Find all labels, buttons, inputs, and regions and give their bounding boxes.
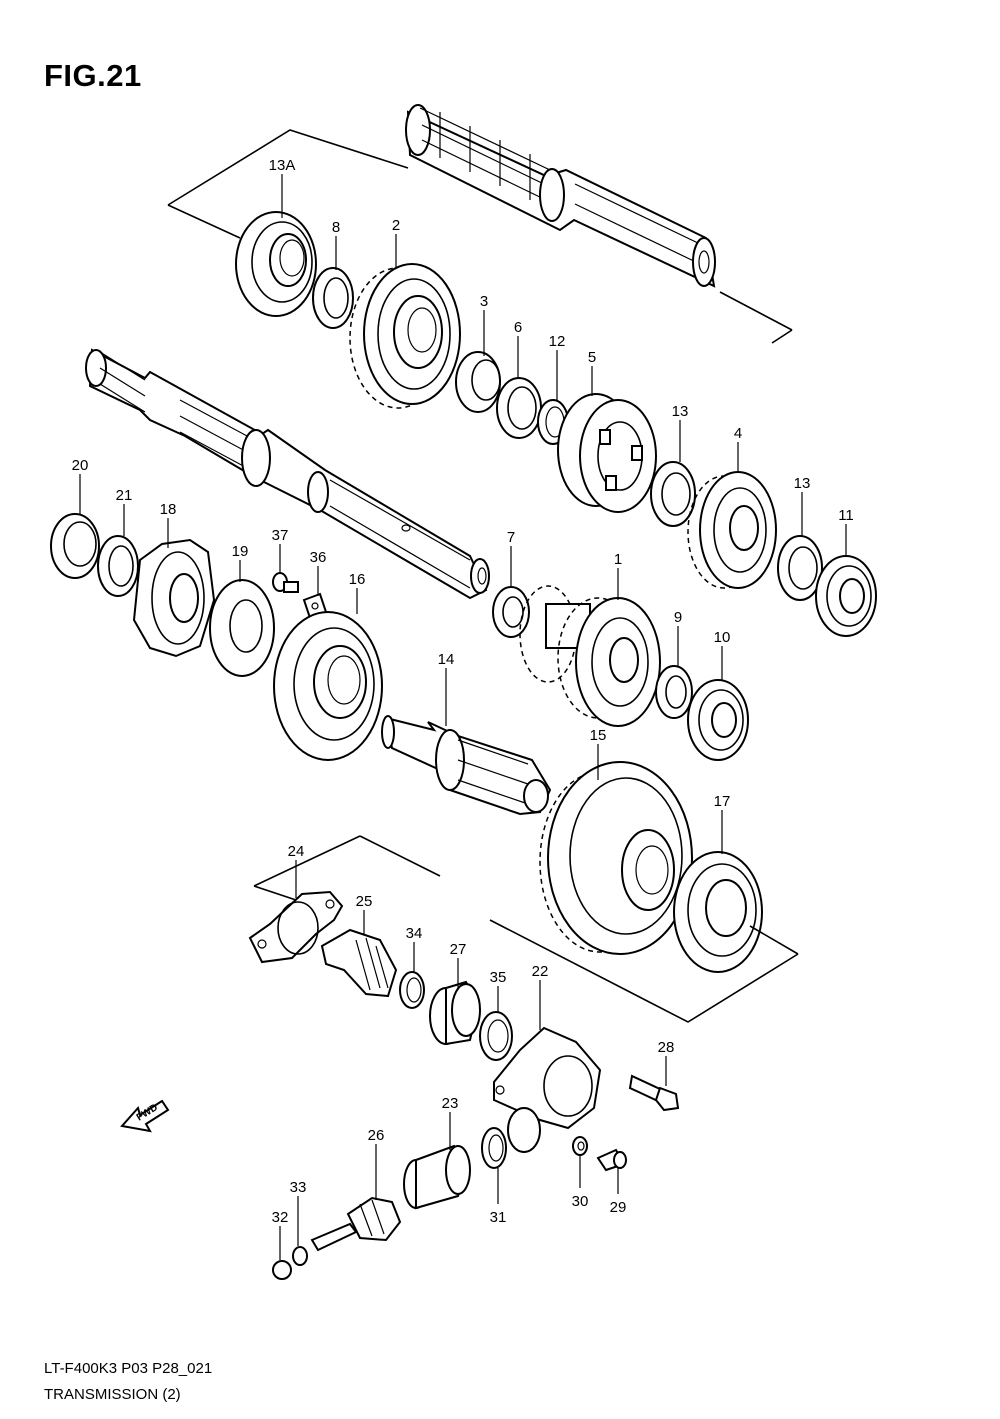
oring-31 xyxy=(481,1127,507,1169)
bearing-17 xyxy=(673,851,763,973)
callout-13a: 13A xyxy=(269,157,296,174)
washer-13-lower xyxy=(777,535,823,601)
fwd-arrow-icon: FWD xyxy=(120,1099,170,1133)
gear-1 xyxy=(519,585,661,727)
callout-19: 19 xyxy=(232,543,249,560)
gear-15 xyxy=(539,761,693,955)
callout-30: 30 xyxy=(572,1193,589,1210)
bevelgear-18 xyxy=(132,538,216,658)
callout-27: 27 xyxy=(450,941,467,958)
bearing-10 xyxy=(687,679,749,761)
ring-33 xyxy=(292,1246,308,1266)
section-name: TRANSMISSION (2) xyxy=(44,1386,181,1403)
callout-7: 7 xyxy=(507,529,515,546)
callout-22: 22 xyxy=(532,963,549,980)
callout-33: 33 xyxy=(290,1179,307,1196)
screw-37 xyxy=(272,572,299,593)
bushing-27 xyxy=(429,980,481,1046)
ring-35 xyxy=(479,1011,513,1061)
gasket-24 xyxy=(248,890,344,964)
upper-group-boundary xyxy=(167,129,793,344)
callout-35: 35 xyxy=(490,969,507,986)
washer-13-upper xyxy=(650,461,696,527)
driveshaft xyxy=(85,348,490,600)
circlip-32 xyxy=(272,1260,292,1280)
bearing-13a xyxy=(235,211,317,317)
callout-32: 32 xyxy=(272,1209,289,1226)
washer-30 xyxy=(572,1136,588,1156)
bushing-3 xyxy=(455,351,501,413)
callout-13-upper: 13 xyxy=(672,403,689,420)
oilseal-20 xyxy=(50,513,100,579)
callout-24: 24 xyxy=(288,843,305,860)
callout-2: 2 xyxy=(392,217,400,234)
callout-31: 31 xyxy=(490,1209,507,1226)
callout-29: 29 xyxy=(610,1199,627,1216)
callout-15: 15 xyxy=(590,727,607,744)
shaft-14 xyxy=(381,715,552,816)
figure-title: FIG.21 xyxy=(44,58,142,93)
callout-1: 1 xyxy=(614,551,622,568)
sleeve-23 xyxy=(403,1144,471,1210)
callout-14: 14 xyxy=(438,651,455,668)
bearing-11 xyxy=(815,555,877,637)
callout-25: 25 xyxy=(356,893,373,910)
gear-5 xyxy=(557,393,657,513)
callout-13-lower: 13 xyxy=(794,475,811,492)
gear-2 xyxy=(349,263,461,409)
callout-4: 4 xyxy=(734,425,742,442)
bolt-28 xyxy=(628,1074,680,1112)
callout-34: 34 xyxy=(406,925,423,942)
callout-10: 10 xyxy=(714,629,731,646)
callout-20: 20 xyxy=(72,457,89,474)
washer-7 xyxy=(492,586,530,638)
callout-6: 6 xyxy=(514,319,522,336)
countershaft xyxy=(405,104,716,288)
gear-4 xyxy=(687,471,777,589)
bearing-16 xyxy=(273,611,383,761)
callout-12: 12 xyxy=(549,333,566,350)
callout-36: 36 xyxy=(310,549,327,566)
housing-22 xyxy=(493,1026,602,1153)
callout-11: 11 xyxy=(838,507,854,524)
model-code: LT-F400K3 P03 P28_021 xyxy=(44,1360,213,1377)
callout-18: 18 xyxy=(160,501,177,518)
callout-8: 8 xyxy=(332,219,340,236)
callout-labels: 13A 8 2 3 6 12 5 13 4 13 11 20 21 xyxy=(72,157,854,1260)
callout-17: 17 xyxy=(714,793,731,810)
washer-9 xyxy=(655,665,693,719)
shim-19 xyxy=(209,579,275,677)
callout-37: 37 xyxy=(272,527,289,544)
callout-28: 28 xyxy=(658,1039,675,1056)
pinion-25 xyxy=(320,928,398,998)
lockwasher-6 xyxy=(496,377,542,439)
lower-group-boundary xyxy=(253,835,799,1023)
callout-21: 21 xyxy=(116,487,133,504)
washer-21 xyxy=(97,535,139,597)
washer-8 xyxy=(312,267,354,329)
callout-26: 26 xyxy=(368,1127,385,1144)
ring-34 xyxy=(399,971,425,1009)
callout-5: 5 xyxy=(588,349,596,366)
callout-3: 3 xyxy=(480,293,488,310)
bolt-29 xyxy=(596,1148,627,1172)
callout-9: 9 xyxy=(674,609,682,626)
callout-16: 16 xyxy=(349,571,366,588)
callout-23: 23 xyxy=(442,1095,459,1112)
gearshaft-26 xyxy=(310,1196,402,1252)
